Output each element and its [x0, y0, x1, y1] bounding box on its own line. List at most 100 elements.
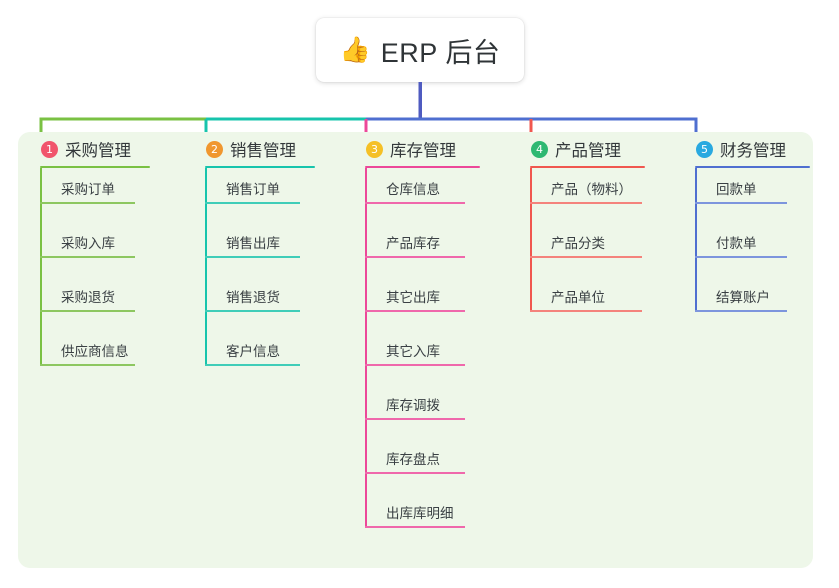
badge-number-icon: 2 [206, 140, 223, 158]
column-underline [530, 166, 645, 168]
column-header-2[interactable]: 2 销售管理 [205, 132, 315, 166]
column-header-3[interactable]: 3 库存管理 [365, 132, 480, 166]
list-item-label: 销售退货 [226, 290, 280, 305]
list-item-underline [40, 364, 135, 366]
list-item-label: 仓库信息 [386, 182, 440, 197]
list-item-label: 产品库存 [386, 236, 440, 251]
column-title: 采购管理 [65, 142, 131, 160]
column-underline [365, 166, 480, 168]
list-item-label: 其它出库 [386, 290, 440, 305]
list-item-underline [365, 418, 465, 420]
column-title: 销售管理 [230, 142, 296, 160]
column-header-5[interactable]: 5 财务管理 [695, 132, 810, 166]
list-item[interactable]: 产品库存 [365, 232, 495, 258]
root-node[interactable]: 👍 ERP 后台 [316, 18, 524, 82]
list-item-underline [365, 526, 465, 528]
list-item[interactable]: 产品单位 [530, 286, 672, 312]
column-items: 产品（物料） 产品分类产品单位 [530, 168, 645, 316]
list-item-underline [365, 202, 465, 204]
list-item-label: 结算账户 [716, 290, 770, 305]
list-item[interactable]: 付款单 [695, 232, 817, 258]
list-item[interactable]: 产品分类 [530, 232, 672, 258]
list-item[interactable]: 供应商信息 [40, 340, 165, 366]
list-item-label: 采购退货 [61, 290, 115, 305]
list-item-label: 采购入库 [61, 236, 115, 251]
list-item[interactable]: 采购入库 [40, 232, 165, 258]
list-item-label: 采购订单 [61, 182, 115, 197]
list-item-label: 产品分类 [551, 236, 605, 251]
list-item[interactable]: 库存盘点 [365, 448, 495, 474]
column-header-4[interactable]: 4 产品管理 [530, 132, 645, 166]
page-title: ERP 后台 [380, 37, 501, 68]
column-title: 产品管理 [555, 142, 621, 160]
list-item[interactable]: 回款单 [695, 178, 817, 204]
list-item[interactable]: 出库库明细 [365, 502, 495, 528]
list-item[interactable]: 仓库信息 [365, 178, 495, 204]
column-stem [40, 168, 42, 366]
list-item-underline [530, 310, 642, 312]
list-item-label: 供应商信息 [61, 344, 129, 359]
list-item-underline [205, 256, 300, 258]
list-item-underline [530, 256, 642, 258]
list-item-underline [365, 310, 465, 312]
list-item-underline [365, 472, 465, 474]
list-item[interactable]: 客户信息 [205, 340, 330, 366]
column-items: 仓库信息产品库存其它出库其它入库库存调拨库存盘点出库库明细 [365, 168, 480, 532]
list-item-label: 库存调拨 [386, 398, 440, 413]
list-item-underline [40, 202, 135, 204]
list-item[interactable]: 销售订单 [205, 178, 330, 204]
column-1: 1 采购管理采购订单采购入库采购退货供应商信息 [40, 132, 150, 370]
badge-number-icon: 1 [41, 140, 58, 158]
badge-number-icon: 3 [366, 140, 383, 158]
column-3: 3 库存管理仓库信息产品库存其它出库其它入库库存调拨库存盘点出库库明细 [365, 132, 480, 532]
list-item-label: 回款单 [716, 182, 757, 197]
list-item-label: 出库库明细 [386, 506, 454, 521]
list-item-underline [205, 310, 300, 312]
list-item-label: 产品（物料） [551, 182, 632, 197]
list-item[interactable]: 其它出库 [365, 286, 495, 312]
list-item[interactable]: 销售出库 [205, 232, 330, 258]
list-item-underline [365, 256, 465, 258]
list-item-underline [205, 202, 300, 204]
list-item-underline [40, 310, 135, 312]
list-item-label: 产品单位 [551, 290, 605, 305]
list-item[interactable]: 采购订单 [40, 178, 165, 204]
column-items: 回款单付款单结算账户 [695, 168, 810, 316]
list-item[interactable]: 其它入库 [365, 340, 495, 366]
column-underline [40, 166, 150, 168]
list-item-label: 付款单 [716, 236, 757, 251]
column-4: 4 产品管理产品（物料） 产品分类产品单位 [530, 132, 645, 316]
column-stem [365, 168, 367, 528]
column-items: 销售订单销售出库销售退货客户信息 [205, 168, 315, 370]
column-2: 2 销售管理销售订单销售出库销售退货客户信息 [205, 132, 315, 370]
list-item-underline [695, 256, 787, 258]
list-item-label: 库存盘点 [386, 452, 440, 467]
badge-number-icon: 4 [531, 140, 548, 158]
list-item-label: 客户信息 [226, 344, 280, 359]
column-5: 5 财务管理回款单付款单结算账户 [695, 132, 810, 316]
badge-number-icon: 5 [696, 140, 713, 158]
column-items: 采购订单采购入库采购退货供应商信息 [40, 168, 150, 370]
list-item[interactable]: 库存调拨 [365, 394, 495, 420]
column-title: 财务管理 [720, 142, 786, 160]
column-stem [205, 168, 207, 366]
list-item-underline [365, 364, 465, 366]
column-title: 库存管理 [390, 142, 456, 160]
column-stem [530, 168, 532, 312]
list-item-underline [40, 256, 135, 258]
column-stem [695, 168, 697, 312]
list-item[interactable]: 产品（物料） [530, 178, 672, 204]
list-item-label: 其它入库 [386, 344, 440, 359]
list-item[interactable]: 采购退货 [40, 286, 165, 312]
list-item-underline [530, 202, 642, 204]
list-item-label: 销售订单 [226, 182, 280, 197]
list-item[interactable]: 销售退货 [205, 286, 330, 312]
list-item-underline [205, 364, 300, 366]
list-item-label: 销售出库 [226, 236, 280, 251]
list-item-underline [695, 310, 787, 312]
thumbs-up-icon: 👍 [339, 35, 371, 64]
list-item[interactable]: 结算账户 [695, 286, 817, 312]
column-header-1[interactable]: 1 采购管理 [40, 132, 150, 166]
mindmap-panel: 1 采购管理采购订单采购入库采购退货供应商信息 2 销售管理销售订单销售出库销售退货客… [18, 132, 813, 568]
list-item-underline [695, 202, 787, 204]
